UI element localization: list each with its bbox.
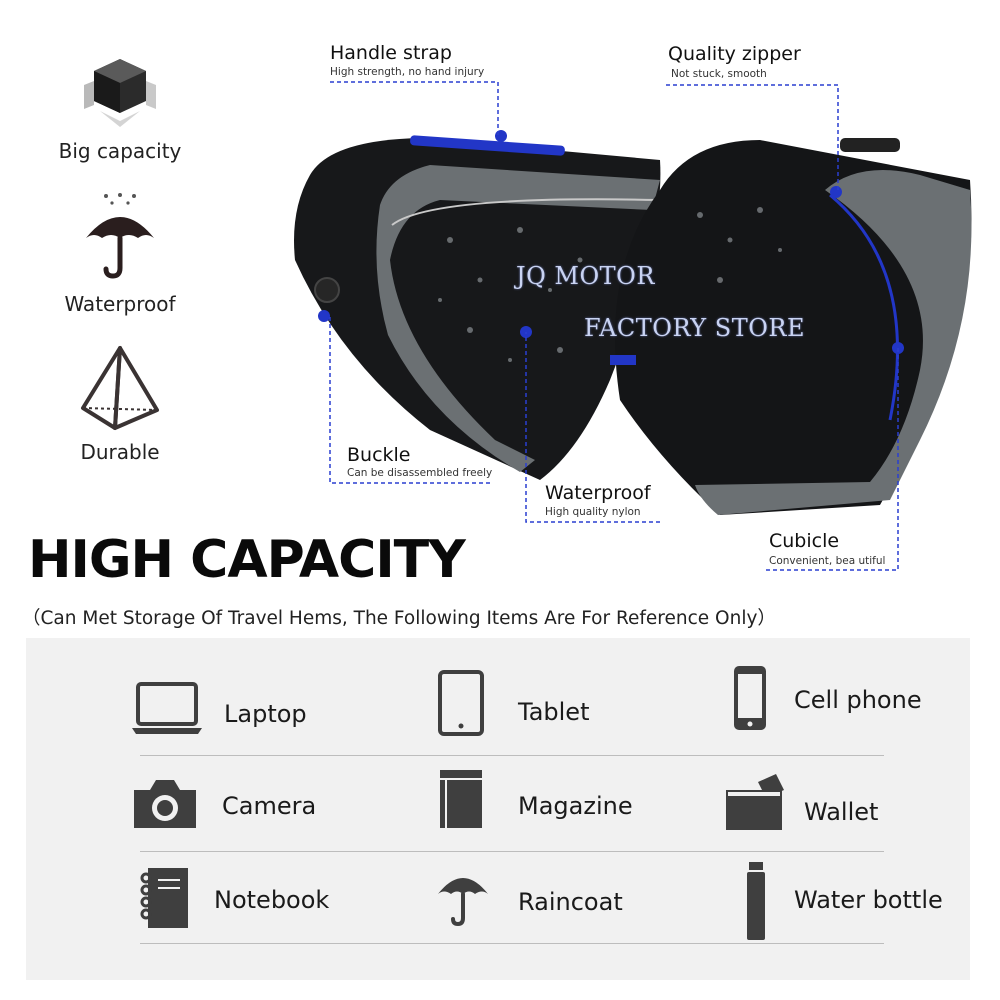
laptop-icon [132, 682, 202, 734]
item-camera: Camera [130, 776, 370, 846]
item-label: Notebook [214, 886, 330, 914]
feature-label: Waterproof [64, 292, 176, 316]
pyramid-icon [81, 346, 159, 430]
items-panel: Laptop Tablet Cell phone Camera Magazin [26, 638, 970, 980]
callout-handle-strap-subtitle: High strength, no hand injury [330, 66, 485, 78]
umbrella-icon [86, 193, 154, 279]
row-divider [140, 851, 884, 852]
item-wallet: Wallet [724, 772, 970, 842]
feature-big-capacity: Big capacity [40, 55, 200, 163]
item-label: Wallet [804, 798, 879, 826]
callout-cubicle-subtitle: Convenient, bea utiful [769, 555, 886, 567]
water-bottle-icon [747, 862, 765, 940]
item-label: Tablet [518, 698, 590, 726]
callout-buckle-title: Buckle [347, 444, 411, 466]
tablet-icon [438, 670, 484, 736]
item-water-bottle: Water bottle [744, 862, 970, 940]
item-label: Raincoat [518, 888, 623, 916]
callout-quality-zipper-title: Quality zipper [668, 43, 801, 65]
item-raincoat: Raincoat [436, 868, 656, 938]
callout-cubicle-title: Cubicle [769, 530, 840, 552]
item-label: Cell phone [794, 686, 922, 714]
left-bag [294, 135, 661, 480]
feature-label: Durable [80, 440, 160, 464]
item-label: Water bottle [794, 886, 943, 914]
page-subtitle: （Can Met Storage Of Travel Hems, The Fol… [22, 608, 776, 629]
row-divider [140, 943, 884, 944]
callout-leader-lines [329, 81, 899, 571]
item-label: Camera [222, 792, 317, 820]
cell-phone-icon [734, 666, 766, 730]
camera-icon [134, 780, 196, 828]
item-notebook: Notebook [140, 866, 380, 936]
feature-waterproof: Waterproof [40, 192, 200, 316]
watermark-line-2: FACTORY STORE [584, 314, 805, 342]
right-bag [610, 138, 972, 515]
magazine-icon [440, 770, 482, 828]
raincoat-umbrella-icon [438, 878, 488, 927]
wallet-icon [726, 774, 784, 830]
item-label: Magazine [518, 792, 633, 820]
item-magazine: Magazine [436, 768, 656, 838]
item-tablet: Tablet [436, 670, 656, 740]
callout-waterproof-subtitle: High quality nylon [545, 506, 641, 518]
callout-quality-zipper-subtitle: Not stuck, smooth [671, 68, 767, 80]
watermark-line-1: JQ MOTOR [516, 262, 655, 290]
row-divider [140, 755, 884, 756]
item-label: Laptop [224, 700, 307, 728]
feature-label: Big capacity [58, 139, 182, 163]
callout-waterproof-title: Waterproof [545, 482, 651, 504]
page-title: HIGH CAPACITY [28, 530, 466, 590]
notebook-icon [140, 868, 188, 928]
saddle-bags-photo [294, 130, 972, 515]
feature-durable: Durable [40, 344, 200, 464]
callout-buckle-subtitle: Can be disassembled freely [347, 467, 493, 479]
callout-handle-strap-title: Handle strap [330, 42, 452, 64]
item-cell-phone: Cell phone [730, 664, 970, 734]
cube-icon [84, 59, 156, 127]
item-laptop: Laptop [130, 678, 370, 748]
